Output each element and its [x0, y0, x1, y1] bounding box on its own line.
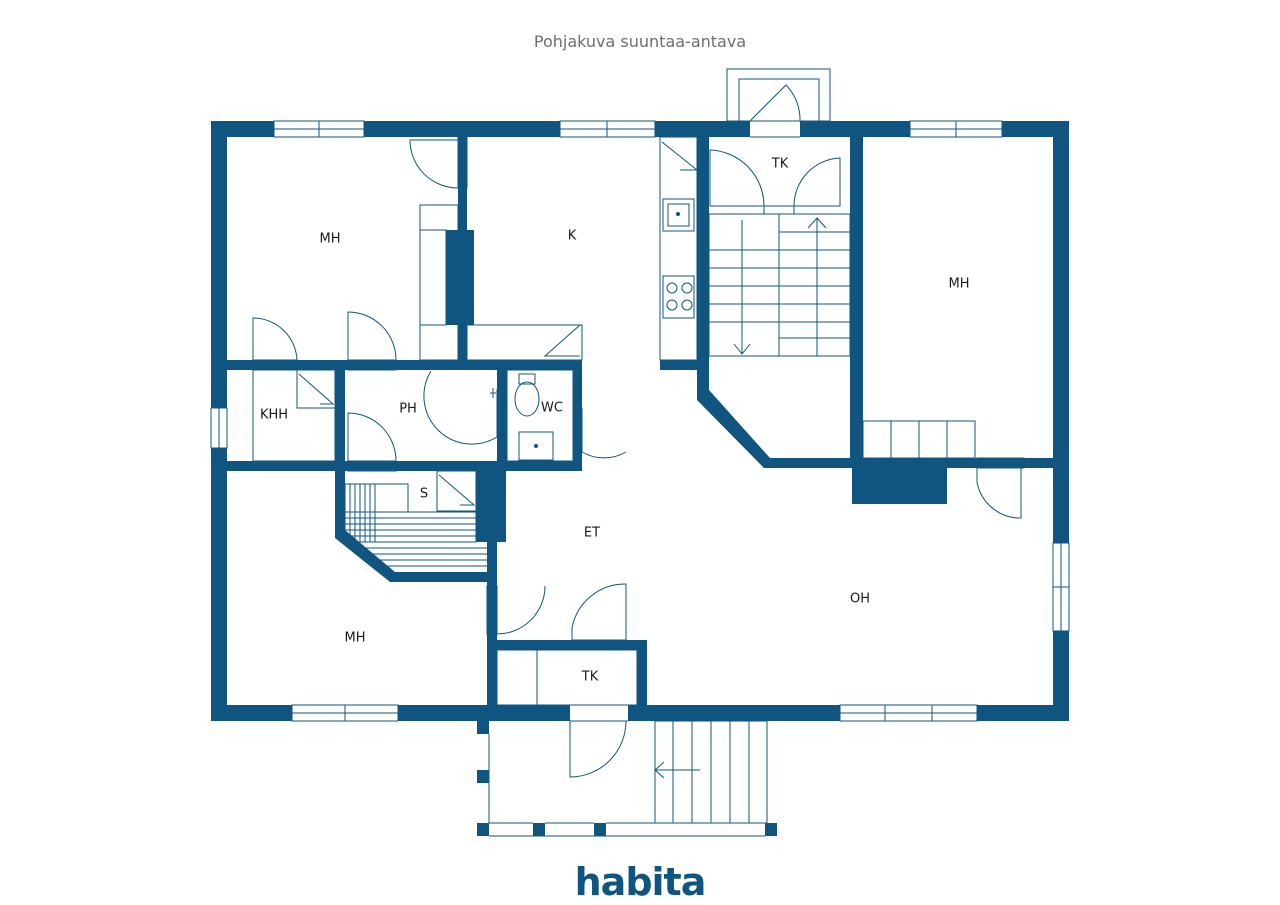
windows — [210, 120, 1070, 722]
room-label-s: S — [420, 487, 428, 502]
habita-logo: habita — [575, 860, 706, 904]
room-label-khh: KHH — [260, 408, 288, 423]
room-label-mh-right: MH — [949, 277, 970, 292]
kitchen-fixtures — [419, 136, 699, 361]
interior-walls — [227, 137, 1053, 705]
doors — [252, 136, 1025, 651]
room-labels: MH K TK MH KHH PH WC S ET OH MH TK — [260, 157, 970, 685]
room-label-oh: OH — [850, 592, 870, 607]
room-label-k: K — [568, 229, 577, 244]
room-label-mh-top-left: MH — [320, 232, 341, 247]
wet-room-fixtures — [252, 369, 638, 706]
room-label-tk-top: TK — [771, 157, 789, 172]
room-label-et: ET — [584, 526, 600, 541]
sauna-benches — [344, 483, 487, 567]
top-landing — [726, 68, 831, 122]
entrance-stairs — [654, 720, 768, 824]
room-label-tk-bottom: TK — [581, 670, 599, 685]
room-label-mh-bottom-left: MH — [345, 631, 366, 646]
room-label-wc: WC — [541, 401, 563, 416]
floorplan-caption: Pohjakuva suuntaa-antava — [533, 32, 747, 51]
interior-stairs — [708, 213, 976, 459]
room-label-ph: PH — [399, 402, 417, 417]
entrance-porch — [477, 720, 777, 837]
